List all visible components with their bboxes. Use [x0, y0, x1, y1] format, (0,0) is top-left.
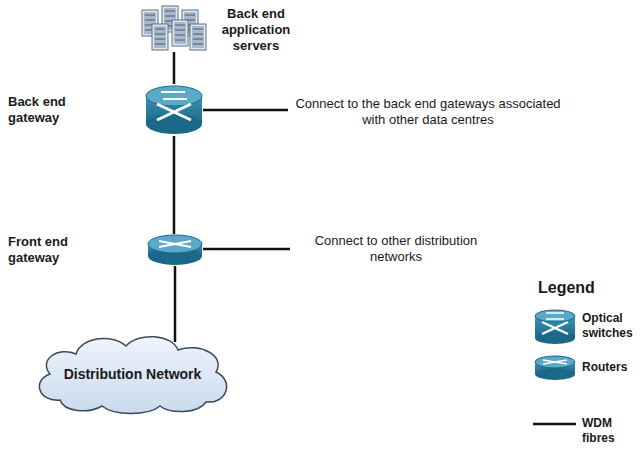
optical-switch-symbol: [535, 310, 575, 344]
wdm-fibre: [174, 266, 177, 342]
external-link-note: Connect to other distribution networks: [298, 233, 494, 265]
wdm-fibre: [173, 136, 176, 234]
node-shape: [138, 2, 210, 52]
node-shape: [147, 234, 203, 266]
server-cluster: Back end application servers: [138, 2, 210, 52]
node-label: Distribution Network: [60, 366, 205, 383]
legend-title: Legend: [538, 278, 638, 297]
wdm-fibre: [203, 248, 290, 251]
external-link-note: Connect to the back end gateways associa…: [292, 96, 564, 128]
node-label: Back end application servers: [212, 6, 300, 54]
node-label: Front end gateway: [8, 234, 88, 266]
node-shape: [145, 84, 203, 136]
router-symbol: [535, 356, 575, 380]
optical-switch-node: Back end gateway: [145, 84, 203, 136]
router-node: Front end gateway: [147, 234, 203, 266]
legend-fibre-sample: [533, 423, 576, 426]
legend-text: Optical switches: [582, 311, 644, 341]
legend-text: WDM fibres: [582, 416, 644, 446]
cloud-node: Distribution Network: [30, 330, 235, 415]
legend-text: Routers: [582, 360, 642, 375]
wdm-fibre: [173, 52, 176, 84]
node-label: Back end gateway: [8, 94, 88, 126]
wdm-fibre: [203, 109, 288, 112]
